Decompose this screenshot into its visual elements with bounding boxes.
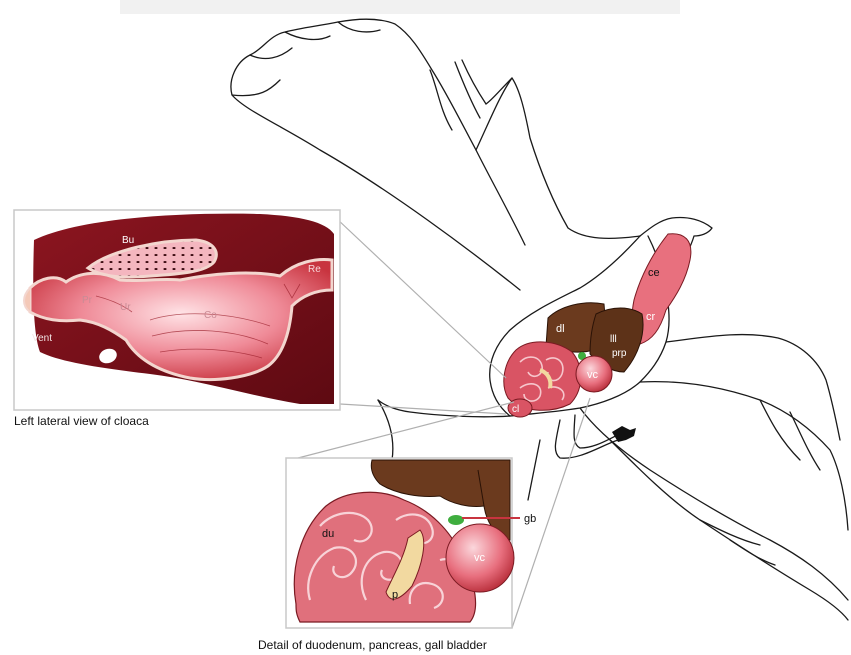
label-ur: Ur bbox=[120, 302, 131, 313]
watermark-band bbox=[120, 0, 680, 14]
label-cr: cr bbox=[646, 311, 656, 323]
duodenum-caption: Detail of duodenum, pancreas, gall bladd… bbox=[258, 638, 487, 652]
cloaca-caption: Left lateral view of cloaca bbox=[14, 414, 149, 428]
label-dl: dl bbox=[556, 323, 565, 335]
label-vc-inset: vc bbox=[474, 552, 486, 564]
cloaca-inset bbox=[14, 210, 340, 410]
label-p: p bbox=[392, 589, 398, 601]
label-prp: prp bbox=[612, 348, 627, 359]
foot-icon bbox=[612, 426, 636, 442]
label-co: Co bbox=[204, 310, 217, 321]
label-cl: cl bbox=[512, 404, 519, 415]
label-gb: gb bbox=[524, 513, 536, 525]
duodenum-inset bbox=[286, 458, 520, 628]
bird-organs bbox=[504, 234, 691, 417]
label-vent: Vent bbox=[32, 333, 52, 344]
label-vc-bird: vc bbox=[587, 369, 599, 381]
label-du: du bbox=[322, 528, 334, 540]
label-pr: Pr bbox=[82, 295, 93, 306]
label-lll: lll bbox=[610, 334, 617, 345]
label-ce: ce bbox=[648, 267, 660, 279]
label-re: Re bbox=[308, 264, 321, 275]
label-bu: Bu bbox=[122, 235, 134, 246]
